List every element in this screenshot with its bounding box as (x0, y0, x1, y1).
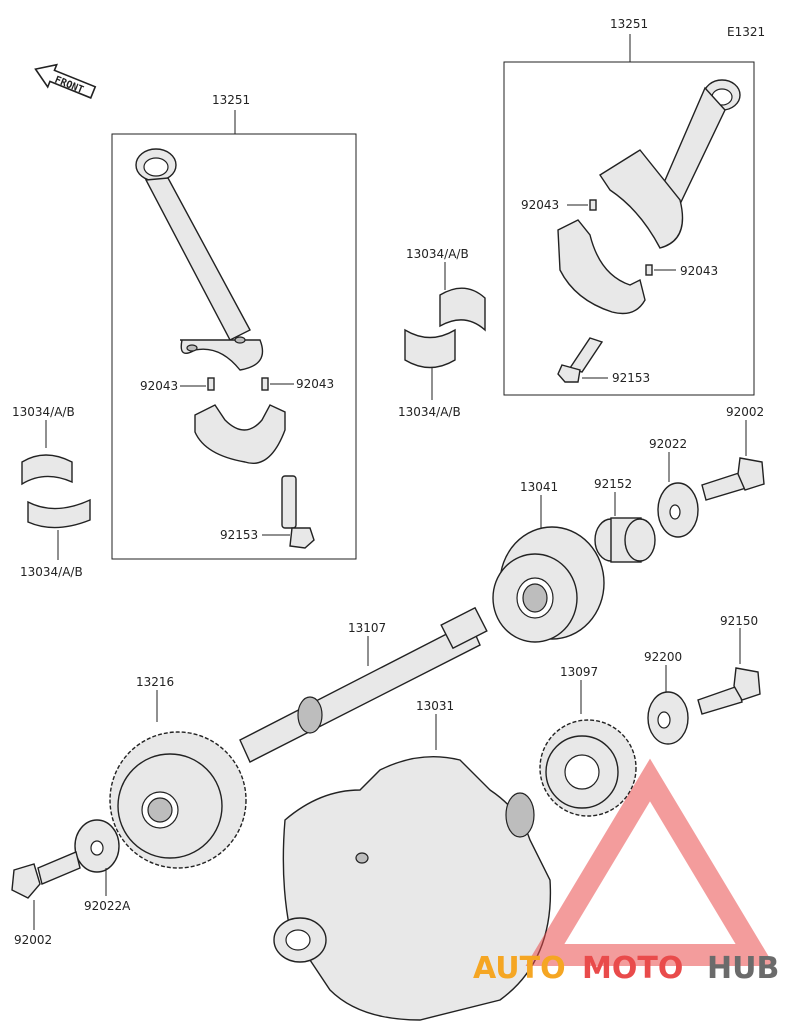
washer-left (74, 819, 120, 873)
label-rotor[interactable]: 13041 (520, 480, 558, 494)
diagram-code: E1321 (727, 25, 765, 39)
dowel-left-a (207, 377, 215, 391)
bolt-top (701, 457, 765, 501)
bolt-rod-left (281, 475, 315, 549)
bolt-mid (697, 667, 761, 715)
bolt-rod-right (557, 337, 604, 383)
label-bolt-mid[interactable]: 92150 (720, 614, 758, 628)
rod-left-box (111, 133, 357, 560)
label-bearing-top-center[interactable]: 13034/A/B (406, 247, 469, 261)
watermark-auto: AUTO (473, 951, 566, 986)
label-washer-left[interactable]: 92022A (84, 899, 131, 913)
label-dowel-right-b[interactable]: 92043 (680, 264, 718, 278)
label-bearing-top-left[interactable]: 13034/A/B (12, 405, 75, 419)
dowel-right-b (645, 264, 653, 276)
gear-mid (539, 719, 637, 817)
rod-right-box (503, 61, 755, 396)
label-washer-top[interactable]: 92022 (649, 437, 687, 451)
label-washer-mid[interactable]: 92200 (644, 650, 682, 664)
label-gear-left[interactable]: 13216 (136, 675, 174, 689)
label-shaft[interactable]: 13107 (348, 621, 386, 635)
label-dowel-left-a[interactable]: 92043 (140, 379, 178, 393)
bearing-center-bottom (404, 328, 456, 369)
label-bolt-rod-right[interactable]: 92153 (612, 371, 650, 385)
collar (594, 517, 656, 563)
label-rod-right[interactable]: 13251 (610, 17, 648, 31)
label-crankshaft[interactable]: 13031 (416, 699, 454, 713)
shaft (239, 606, 488, 763)
washer-mid (647, 691, 689, 745)
automotohub-watermark: AUTO MOTO HUB (473, 758, 779, 986)
label-bolt-rod-left[interactable]: 92153 (220, 528, 258, 542)
rod-cap-right (557, 219, 646, 315)
bearing-center-top (439, 287, 486, 332)
watermark-moto: MOTO (582, 951, 683, 986)
front-arrow-icon: FRONT (34, 63, 97, 99)
label-collar[interactable]: 92152 (594, 477, 632, 491)
rod-cap-left (194, 404, 286, 464)
label-dowel-right-a[interactable]: 92043 (521, 198, 559, 212)
triangle-logo-icon (525, 758, 775, 966)
connecting-rod-left (135, 148, 264, 371)
connecting-rod-right (599, 79, 741, 249)
label-bearing-bottom-left[interactable]: 13034/A/B (20, 565, 83, 579)
label-dowel-left-b[interactable]: 92043 (296, 377, 334, 391)
bolt-left (11, 851, 81, 899)
label-gear-mid[interactable]: 13097 (560, 665, 598, 679)
label-bolt-left[interactable]: 92002 (14, 933, 52, 947)
watermark-hub: HUB (707, 951, 779, 986)
dowel-left-b (261, 377, 269, 391)
crankshaft (273, 756, 552, 1021)
dowel-right-a (589, 199, 597, 211)
rotor (492, 526, 605, 643)
bearing-left-top (21, 454, 73, 486)
label-rod-left[interactable]: 13251 (212, 93, 250, 107)
gear-left (109, 731, 247, 869)
label-bolt-top[interactable]: 92002 (726, 405, 764, 419)
washer-top (657, 482, 699, 538)
bearing-left-bottom (27, 498, 91, 529)
label-bearing-bottom-center[interactable]: 13034/A/B (398, 405, 461, 419)
